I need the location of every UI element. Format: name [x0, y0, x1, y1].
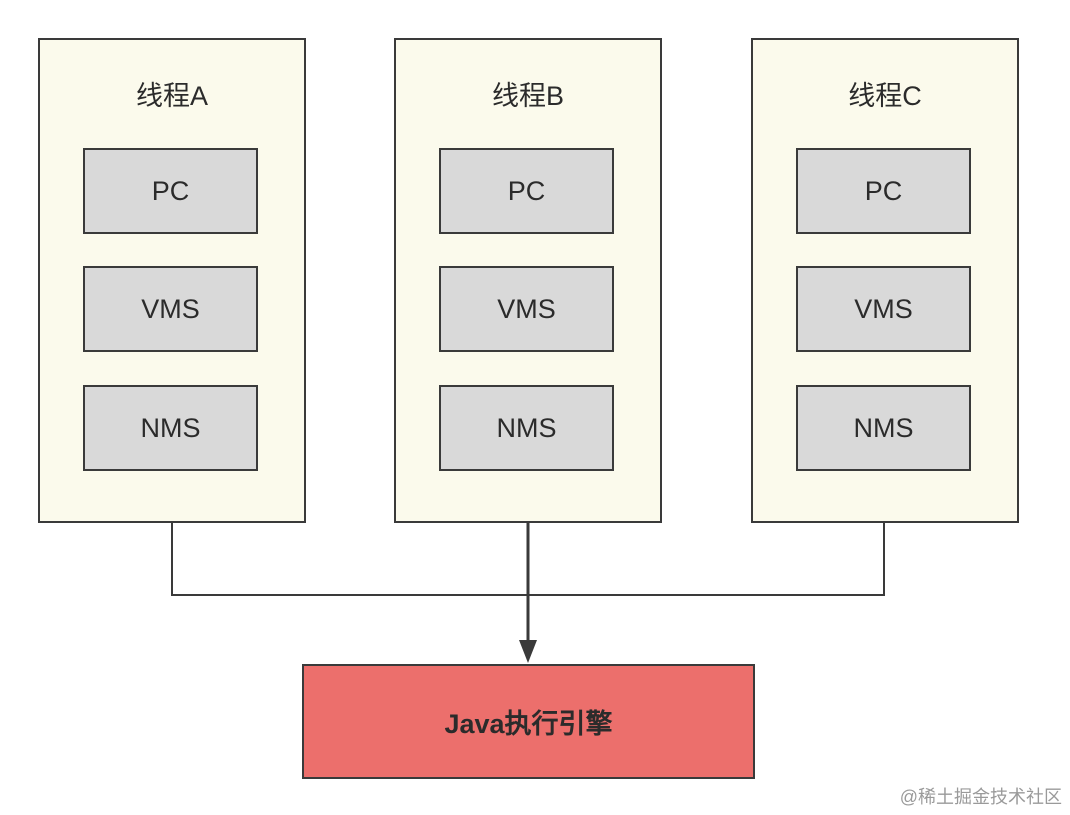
- pc-register: PC: [439, 148, 614, 234]
- thread-title: 线程A: [135, 81, 208, 111]
- connector-a: [171, 523, 528, 596]
- arrow-head: [519, 640, 537, 663]
- nms-register: NMS: [796, 385, 971, 471]
- thread-title: 线程B: [491, 81, 564, 111]
- nms-register: NMS: [83, 385, 258, 471]
- thread-box-a: 线程A PC VMS NMS: [38, 38, 306, 523]
- thread-box-b: 线程B PC VMS NMS: [394, 38, 662, 523]
- vms-register: VMS: [439, 266, 614, 352]
- nms-register: NMS: [439, 385, 614, 471]
- vms-register: VMS: [796, 266, 971, 352]
- watermark: @稀土掘金技术社区: [899, 787, 1062, 807]
- thread-box-c: 线程C PC VMS NMS: [751, 38, 1019, 523]
- vms-register: VMS: [83, 266, 258, 352]
- thread-title: 线程C: [848, 81, 922, 111]
- pc-register: PC: [83, 148, 258, 234]
- pc-register: PC: [796, 148, 971, 234]
- connector-c: [528, 523, 885, 596]
- java-execution-engine: Java执行引擎: [302, 664, 755, 779]
